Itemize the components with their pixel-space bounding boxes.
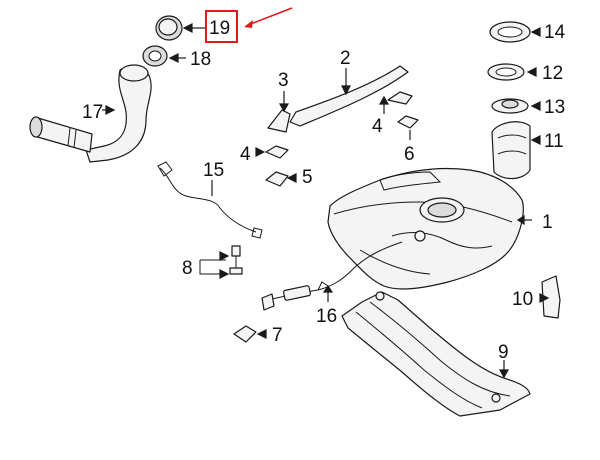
callout-16: 16 [316,306,337,327]
part-3-bracket [267,91,291,133]
part-17-filler-pipe [29,64,152,163]
part-16-fuel-line [261,241,403,311]
part-18-seal-ring [142,45,186,67]
part-9-heat-shield [341,291,531,417]
part-19-fuel-cap [155,15,205,41]
callout-14: 14 [544,22,566,43]
part-7-clip [233,325,267,343]
callout-11: 11 [544,131,564,152]
callout-3: 3 [278,70,289,91]
highlight-box [205,10,238,43]
highlight-arrow [247,7,293,26]
part-10-bracket [539,275,561,319]
part-14-lock-ring [489,21,541,43]
highlight-number: 19 [209,18,230,39]
callout-17: 17 [82,102,103,123]
part-4-clip-lower [255,145,289,159]
part-8-bolts [199,245,243,279]
callout-7: 7 [272,325,283,346]
part-4-clip-upper [378,91,419,129]
callout-13: 13 [544,97,565,118]
part-12-seal [487,63,537,81]
callout-15: 15 [203,160,224,181]
callout-5: 5 [302,167,313,188]
part-2-strap [289,65,409,127]
part-11-pump-module [491,121,541,180]
callout-4-lower: 4 [240,144,251,165]
callout-18: 18 [190,49,211,70]
callout-9: 9 [498,342,509,363]
part-5-clip [265,171,297,187]
callout-4-upper: 4 [372,116,383,137]
callout-8: 8 [182,258,193,279]
part-15-vent-line [157,161,263,239]
part-1-fuel-tank [327,167,532,290]
part-13-pump-flange [491,98,541,114]
highlight-arrowhead [244,20,253,28]
callout-12: 12 [542,63,563,84]
callout-1: 1 [542,212,553,233]
callout-6: 6 [404,144,415,165]
callout-labels: 1 2 3 4 4 5 6 7 8 9 10 11 12 13 14 15 16… [82,22,566,363]
callout-10: 10 [512,289,533,310]
callout-2: 2 [340,48,351,69]
